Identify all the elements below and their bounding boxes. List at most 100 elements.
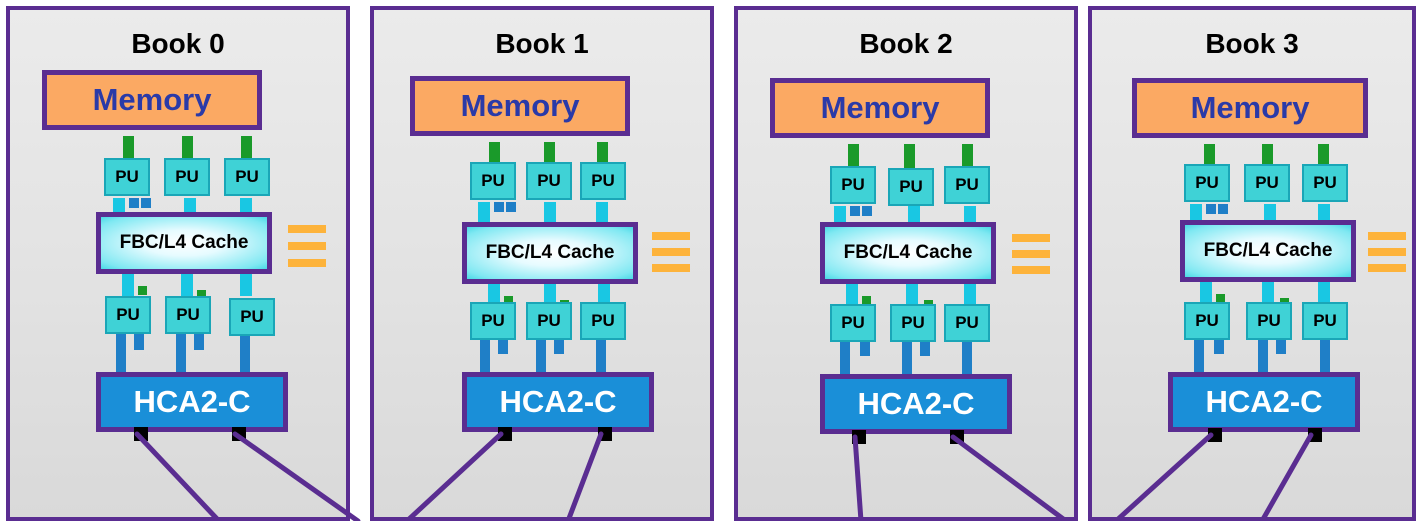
- pu-hca-link: [1194, 340, 1204, 376]
- cache-label: FBC/L4 Cache: [485, 242, 615, 263]
- memory-pu-link: [1262, 144, 1273, 172]
- hca-port: [232, 427, 246, 441]
- hca-port: [1208, 428, 1222, 442]
- memory-pu-link: [544, 142, 555, 170]
- pu-cache-link: [113, 198, 125, 216]
- pu-chip: PU: [830, 304, 876, 342]
- pu-label: PU: [481, 311, 505, 330]
- cache-pu-link: [964, 284, 976, 306]
- pu-label: PU: [591, 311, 615, 330]
- pu-cache-link: [240, 198, 252, 216]
- pu-chip: PU: [104, 158, 150, 196]
- pu-chip: PU: [944, 166, 990, 204]
- hca-label: HCA2-C: [499, 384, 617, 419]
- cache-pu-link: [504, 296, 513, 305]
- pu-cache-link: [544, 202, 556, 224]
- memory-block: Memory: [1132, 78, 1368, 138]
- fbc-l4-cache: FBC/L4 Cache: [462, 222, 638, 284]
- cache-pu-link: [862, 296, 871, 305]
- pu-label: PU: [1313, 173, 1337, 192]
- cache-pu-link: [598, 284, 610, 306]
- cache-pu-link: [544, 284, 556, 306]
- pu-label: PU: [591, 171, 615, 190]
- pu-label: PU: [841, 175, 865, 194]
- pu-label: PU: [901, 313, 925, 332]
- bus-stub: [288, 242, 326, 250]
- pu-hca-link: [840, 342, 850, 378]
- pu-cache-link: [494, 202, 504, 212]
- book-title: Book 1: [495, 28, 589, 59]
- memory-pu-link: [489, 142, 500, 170]
- cache-pu-link: [1262, 282, 1274, 304]
- cache-pu-link: [1318, 282, 1330, 304]
- pu-hca-link: [194, 334, 204, 350]
- fbc-l4-cache: FBC/L4 Cache: [820, 222, 996, 284]
- pu-cache-link: [834, 206, 846, 226]
- cache-pu-link: [488, 284, 500, 306]
- pu-chip: PU: [888, 168, 934, 206]
- pu-hca-link: [1320, 340, 1330, 376]
- cache-pu-link: [846, 284, 858, 306]
- pu-chip: PU: [164, 158, 210, 196]
- hca-label: HCA2-C: [857, 386, 975, 421]
- memory-label: Memory: [820, 90, 940, 125]
- pu-label: PU: [115, 167, 139, 186]
- bus-stub: [652, 232, 690, 240]
- book-title: Book 2: [859, 28, 953, 59]
- fbc-l4-cache: FBC/L4 Cache: [96, 212, 272, 274]
- pu-hca-link: [554, 340, 564, 354]
- memory-block: Memory: [42, 70, 262, 130]
- pu-chip: PU: [470, 302, 516, 340]
- pu-hca-link: [596, 340, 606, 376]
- pu-hca-link: [176, 334, 186, 376]
- pu-chip: PU: [1184, 302, 1230, 340]
- pu-hca-link: [902, 342, 912, 378]
- pu-chip: PU: [1184, 164, 1230, 202]
- cache-pu-link: [1216, 294, 1225, 303]
- hca-label: HCA2-C: [1205, 384, 1323, 419]
- pu-chip: PU: [526, 162, 572, 200]
- pu-cache-link: [850, 206, 860, 216]
- pu-chip: PU: [470, 162, 516, 200]
- book-panel-2: Book 2 Memory PU PU PU FBC/L4 Cache PU P…: [734, 6, 1078, 521]
- hca-port: [598, 427, 612, 441]
- cache-label: FBC/L4 Cache: [119, 232, 249, 253]
- hca-port: [498, 427, 512, 441]
- pu-chip: PU: [224, 158, 270, 196]
- pu-chip: PU: [1302, 164, 1348, 202]
- book-title: Book 3: [1205, 28, 1299, 59]
- pu-label: PU: [841, 313, 865, 332]
- bus-stub: [1012, 234, 1050, 242]
- pu-chip: PU: [165, 296, 211, 334]
- memory-label: Memory: [92, 82, 212, 117]
- pu-chip: PU: [229, 298, 275, 336]
- pu-label: PU: [1195, 173, 1219, 192]
- memory-pu-link: [962, 144, 973, 172]
- pu-chip: PU: [1246, 302, 1292, 340]
- cache-pu-link: [240, 274, 252, 296]
- pu-label: PU: [1255, 173, 1279, 192]
- pu-cache-link: [141, 198, 151, 208]
- pu-label: PU: [1195, 311, 1219, 330]
- bus-stub: [1368, 264, 1406, 272]
- bus-stub: [1012, 250, 1050, 258]
- memory-block: Memory: [410, 76, 630, 136]
- pu-chip: PU: [580, 302, 626, 340]
- pu-label: PU: [175, 167, 199, 186]
- pu-hca-link: [860, 342, 870, 356]
- pu-label: PU: [116, 305, 140, 324]
- memory-pu-link: [1204, 144, 1215, 172]
- pu-hca-link: [962, 342, 972, 378]
- pu-hca-link: [116, 334, 126, 376]
- pu-label: PU: [899, 177, 923, 196]
- pu-hca-link: [1214, 340, 1224, 354]
- hca-port: [134, 427, 148, 441]
- memory-pu-link: [182, 136, 193, 164]
- pu-cache-link: [184, 198, 196, 216]
- memory-pu-link: [241, 136, 252, 164]
- pu-hca-link: [134, 334, 144, 350]
- pu-label: PU: [1313, 311, 1337, 330]
- cache-label: FBC/L4 Cache: [1203, 240, 1333, 261]
- hca2-c-adapter: HCA2-C: [96, 372, 288, 432]
- bus-stub: [288, 259, 326, 267]
